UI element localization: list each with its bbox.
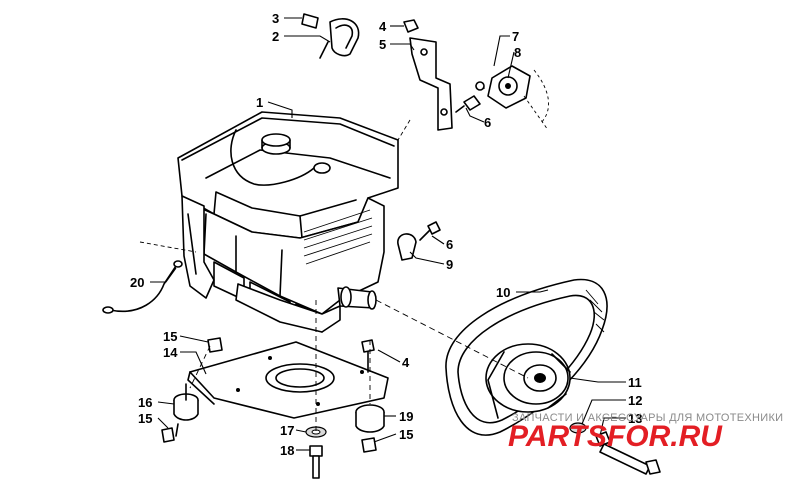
callout-4-mid: 4 — [402, 355, 410, 370]
callout-7: 7 — [512, 29, 519, 44]
watermark-logo: PARTSFOR.RU — [508, 420, 723, 453]
callout-14: 14 — [163, 345, 178, 360]
callout-3: 3 — [272, 11, 279, 26]
clutch-and-belt — [375, 119, 661, 475]
callout-17: 17 — [280, 423, 294, 438]
callout-19: 19 — [399, 409, 413, 424]
callout-2: 2 — [272, 29, 279, 44]
callout-15-left: 15 — [138, 411, 152, 426]
callout-10: 10 — [496, 285, 510, 300]
callout-6-mid: 6 — [446, 237, 453, 252]
watermark-caption: ЗАПЧАСТИ И АКСЕССУАРЫ ДЛЯ МОТОТЕХНИКИ — [512, 412, 783, 424]
mount-hardware — [161, 300, 385, 479]
starter-handle — [301, 13, 360, 59]
mount-bracket — [403, 19, 481, 131]
callout-1: 1 — [256, 95, 263, 110]
callout-4-top: 4 — [379, 19, 387, 34]
callout-12: 12 — [628, 393, 642, 408]
sensor-assembly — [475, 65, 549, 131]
callout-11: 11 — [628, 375, 642, 390]
mount-plate — [187, 341, 389, 419]
leader-lines — [150, 17, 626, 451]
callout-20: 20 — [130, 275, 144, 290]
callout-9: 9 — [446, 257, 453, 272]
clamp-assembly — [397, 221, 441, 261]
callout-15-top: 15 — [163, 329, 177, 344]
callout-6-top: 6 — [484, 115, 491, 130]
callout-13: 13 — [628, 411, 642, 426]
callout-16: 16 — [138, 395, 152, 410]
ground-wire — [102, 241, 197, 314]
callout-18: 18 — [280, 443, 294, 458]
callout-8: 8 — [514, 45, 521, 60]
callout-15-right: 15 — [399, 427, 413, 442]
watermark: ЗАПЧАСТИ И АКСЕССУАРЫ ДЛЯ МОТОТЕХНИКИ PA… — [508, 412, 783, 453]
engine-assembly — [177, 111, 399, 333]
callout-labels: 1 2 3 4 5 6 7 8 6 9 10 20 15 14 4 11 12 … — [130, 11, 642, 458]
callout-5: 5 — [379, 37, 386, 52]
